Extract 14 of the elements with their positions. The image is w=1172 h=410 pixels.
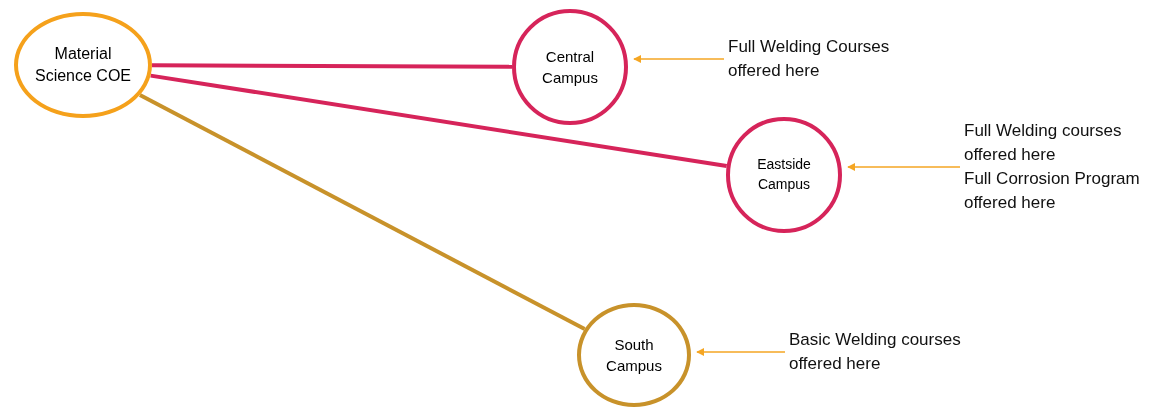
annotation-text: Basic Welding courses offered here <box>789 328 1009 376</box>
annotation-text: Full Corrosion Program offered here <box>964 168 1141 214</box>
annotation-text: Full Welding Courses offered here <box>728 35 938 83</box>
connector-line <box>139 93 586 331</box>
annotation-text: Full Welding courses offered here <box>964 120 1123 166</box>
arrow <box>633 55 725 63</box>
node-label: Material Science COE <box>33 43 132 86</box>
connector-line <box>152 63 512 69</box>
arrow <box>696 348 786 356</box>
connector-line <box>150 73 727 168</box>
node-label: Eastside Campus <box>756 155 812 194</box>
node-label: South Campus <box>605 335 663 376</box>
arrow <box>847 163 961 171</box>
node-label: Central Campus <box>541 47 599 88</box>
